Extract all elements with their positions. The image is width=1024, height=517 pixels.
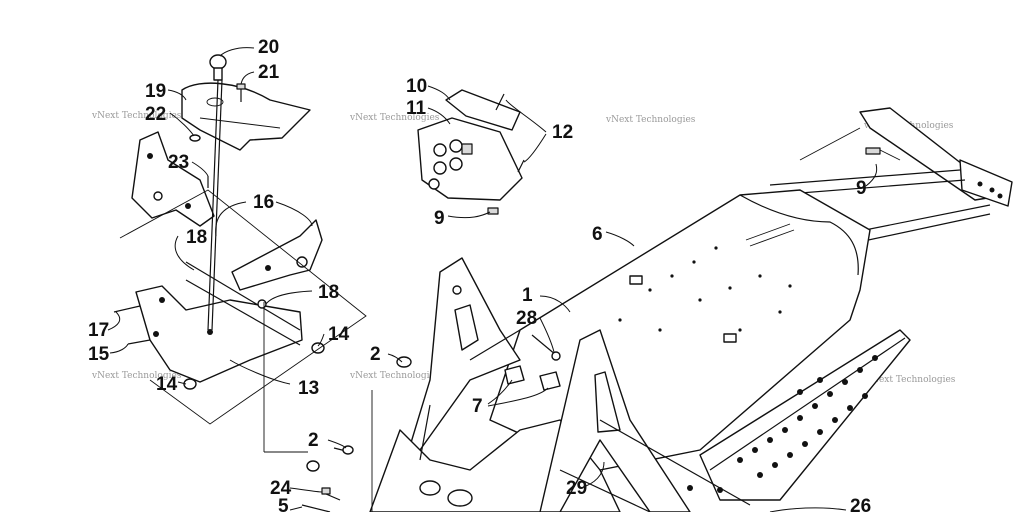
callout-10: 10 (406, 76, 427, 97)
watermark-6: vNext Technologies (349, 371, 440, 381)
callout-6: 6 (592, 224, 603, 245)
callout-19: 19 (145, 81, 166, 102)
callout-1: 1 (522, 285, 533, 306)
callout-2-upper: 2 (370, 344, 381, 365)
callout-18-right: 18 (318, 282, 339, 303)
callout-26: 26 (850, 496, 871, 512)
callout-14-left: 14 (156, 374, 178, 395)
bottom-left-fasteners (263, 302, 412, 513)
watermark-5: vNext Technologies (91, 371, 182, 381)
callouts: 20 21 19 22 23 16 18 18 17 15 14 14 13 2… (88, 37, 871, 517)
callout-23: 23 (168, 152, 189, 173)
rear-extension-rails (769, 107, 1013, 246)
callout-5: 5 (278, 496, 289, 512)
callout-22: 22 (145, 104, 166, 125)
callout-9-right: 9 (856, 178, 867, 199)
callout-21: 21 (258, 62, 280, 83)
callout-2-lower: 2 (308, 430, 319, 451)
callout-7: 7 (472, 396, 483, 417)
callout-12: 12 (552, 122, 573, 143)
callout-16: 16 (253, 192, 274, 213)
callout-29: 29 (566, 478, 587, 499)
callout-13: 13 (298, 378, 319, 399)
running-board-holes (687, 355, 878, 493)
callout-14-right: 14 (328, 324, 350, 345)
callout-15: 15 (88, 344, 110, 365)
leader-lines (107, 47, 878, 513)
watermark-3: vNext Technologies (605, 115, 696, 125)
callout-17: 17 (88, 320, 109, 341)
callout-20: 20 (258, 37, 279, 58)
watermark-2: vNext Technologies (349, 113, 440, 123)
watermark-8: vNext Technologies (865, 375, 956, 385)
watermark-1: vNext Technologies (91, 111, 182, 121)
callout-11: 11 (406, 98, 427, 119)
callout-9-left: 9 (434, 208, 445, 229)
front-frame (369, 257, 751, 513)
callout-24: 24 (270, 478, 292, 499)
steering-support-parts (113, 54, 367, 425)
callout-28: 28 (516, 308, 537, 329)
callout-18-left: 18 (186, 227, 207, 248)
bracket-assembly-10-12 (417, 89, 525, 215)
